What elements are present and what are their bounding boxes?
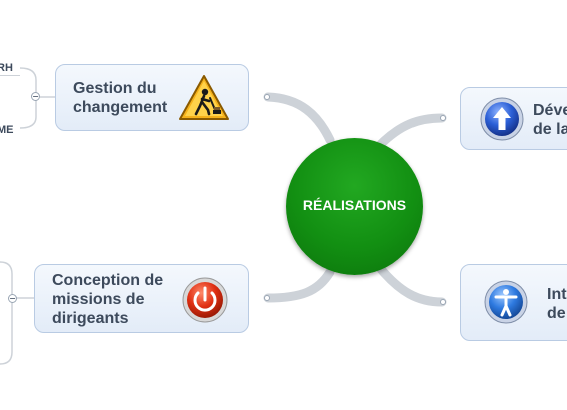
subtopic-bracket-conception: [0, 261, 34, 365]
connector-dot-gestion: [264, 94, 270, 100]
central-topic[interactable]: RÉALISATIONS: [286, 138, 423, 275]
topic-integration[interactable]: Int de: [460, 264, 567, 341]
connector-dot-conception: [264, 295, 270, 301]
topic-label-integration: Int de: [547, 286, 567, 322]
construction-worker-icon: [179, 75, 229, 120]
subtopic-label-rh[interactable]: RH: [0, 62, 13, 74]
connector-gestion: [263, 92, 335, 145]
collapse-toggle-gestion[interactable]: −: [31, 92, 40, 101]
connector-conception: [263, 267, 335, 303]
up-arrow-icon: [480, 97, 524, 141]
topic-conception-de-missions[interactable]: Conception de missions de dirigeants: [34, 264, 249, 333]
topic-developpement[interactable]: Déve de la: [460, 87, 567, 150]
topic-label-conception: Conception de missions de dirigeants: [52, 272, 164, 327]
subtopic-label-me[interactable]: ME: [0, 124, 14, 136]
collapse-toggle-conception[interactable]: −: [8, 294, 17, 303]
connector-developpement: [375, 113, 447, 150]
person-icon: [484, 280, 528, 324]
topic-label-developpement: Déve de la: [533, 102, 567, 138]
central-topic-label: RÉALISATIONS: [302, 197, 407, 213]
connector-dot-integration: [440, 299, 446, 305]
connector-integration: [375, 263, 447, 307]
connector-dot-developpement: [440, 115, 446, 121]
power-button-icon: [182, 277, 228, 323]
topic-gestion-du-changement[interactable]: Gestion du changement: [55, 64, 249, 131]
subtopic-underline: [0, 75, 20, 76]
topic-label-gestion: Gestion du changement: [73, 80, 168, 116]
